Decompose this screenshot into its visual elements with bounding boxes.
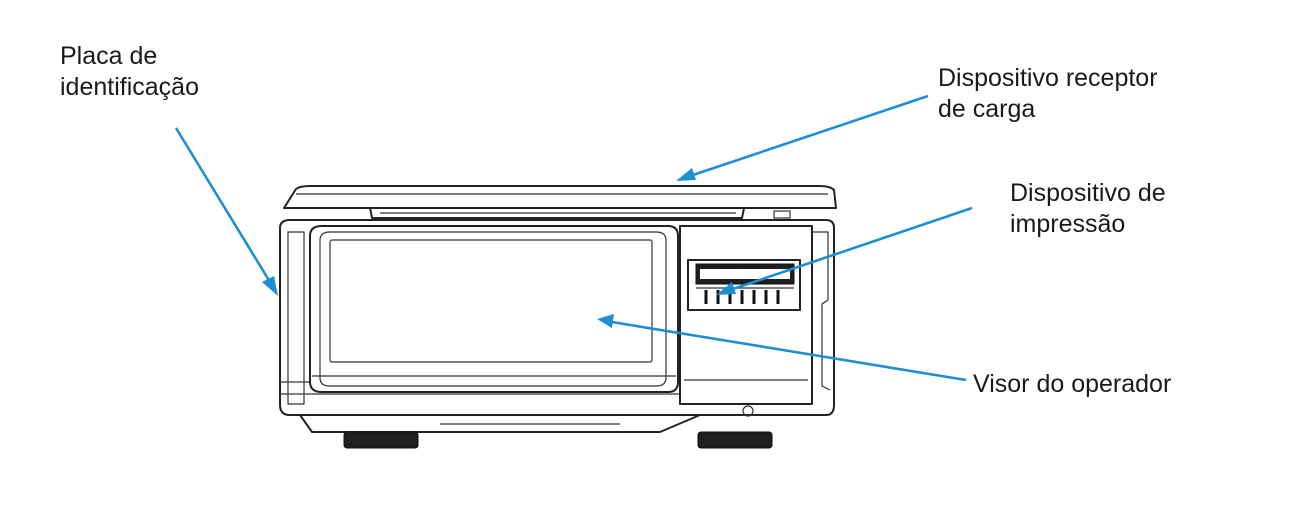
scale-feet [343, 431, 773, 449]
scale-body [279, 219, 835, 433]
label-placa-line-1: Placa de [60, 42, 158, 70]
operator-display [309, 225, 679, 393]
arrow-placa [174, 127, 278, 296]
label-dispositivo-impressao: Dispositivo de impressão [1010, 178, 1166, 240]
arrow-receptor [676, 94, 929, 181]
label-impressao-line-2: impressão [1010, 210, 1126, 238]
label-visor-line-1: Visor do operador [973, 370, 1172, 398]
load-receptor-platter [283, 185, 837, 219]
label-placa-line-2: identificação [60, 73, 199, 101]
label-visor-do-operador: Visor do operador [973, 369, 1171, 400]
label-impressao-line-1: Dispositivo de [1010, 179, 1166, 207]
label-dispositivo-receptor: Dispositivo receptor de carga [938, 63, 1158, 125]
arrow-visor [597, 314, 967, 382]
label-placa-de-identificacao: Placa de identificação [60, 41, 199, 103]
printer-slot [687, 259, 801, 311]
label-receptor-line-2: de carga [938, 95, 1036, 123]
label-receptor-line-1: Dispositivo receptor [938, 64, 1158, 92]
arrow-impressao [716, 206, 973, 295]
